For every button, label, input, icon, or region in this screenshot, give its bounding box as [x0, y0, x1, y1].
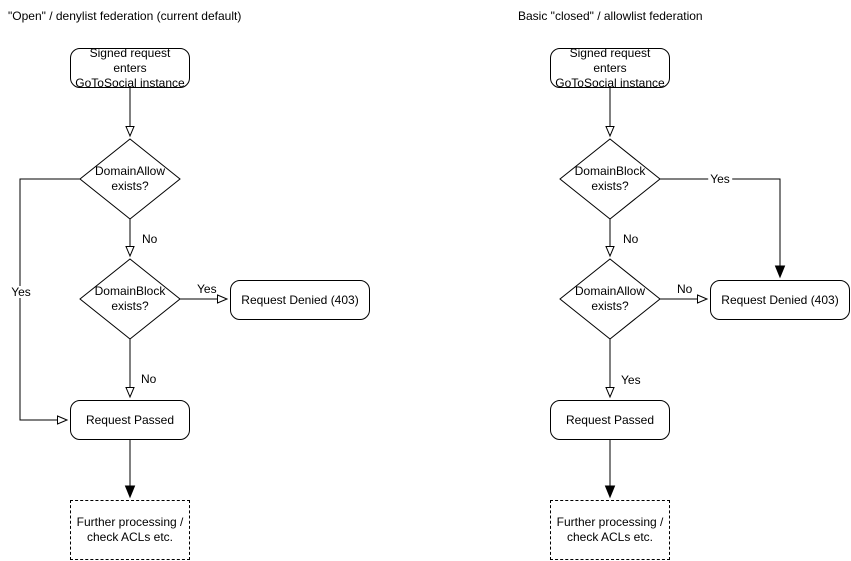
- right-request-passed-node: Request Passed: [550, 400, 670, 440]
- right-domainblock-no-label: No: [623, 232, 639, 246]
- left-domainblock-diamond-shape: [79, 258, 181, 340]
- right-domainallow-no-label: No: [677, 282, 693, 296]
- right-domainallow-yes-label: Yes: [621, 373, 641, 387]
- left-domainallow-no-label: No: [142, 232, 158, 246]
- right-domainblock-diamond-shape: [559, 138, 661, 220]
- left-start-node: Signed request enters GoToSocial instanc…: [70, 46, 190, 90]
- left-domainallow-yes-label: Yes: [9, 285, 33, 299]
- left-request-denied-node: Request Denied (403): [230, 280, 370, 320]
- right-start-node: Signed request enters GoToSocial instanc…: [550, 46, 670, 90]
- edge-right-domainblock-yes-to-denied: [660, 178, 786, 279]
- right-request-denied-node: Request Denied (403): [710, 280, 850, 320]
- left-further-processing-node: Further processing / check ACLs etc.: [70, 500, 190, 560]
- left-domainblock-decision: DomainBlock exists?: [94, 284, 166, 313]
- edge-left-domainallow-yes-to-passed: [19, 178, 80, 425]
- right-further-processing-node: Further processing / check ACLs etc.: [550, 500, 670, 560]
- left-domainblock-no-label: No: [141, 372, 157, 386]
- left-request-passed-node: Request Passed: [70, 400, 190, 440]
- right-domainblock-yes-label: Yes: [708, 172, 732, 186]
- right-diagram-title: Basic "closed" / allowlist federation: [518, 9, 703, 23]
- right-domainallow-decision: DomainAllow exists?: [574, 284, 646, 313]
- left-diagram-title: "Open" / denylist federation (current de…: [8, 9, 242, 23]
- left-domainallow-decision: DomainAllow exists?: [94, 164, 166, 193]
- left-domainallow-diamond-shape: [79, 138, 181, 220]
- right-domainblock-decision: DomainBlock exists?: [574, 164, 646, 193]
- right-domainallow-diamond-shape: [559, 258, 661, 340]
- left-domainblock-yes-label: Yes: [197, 282, 217, 296]
